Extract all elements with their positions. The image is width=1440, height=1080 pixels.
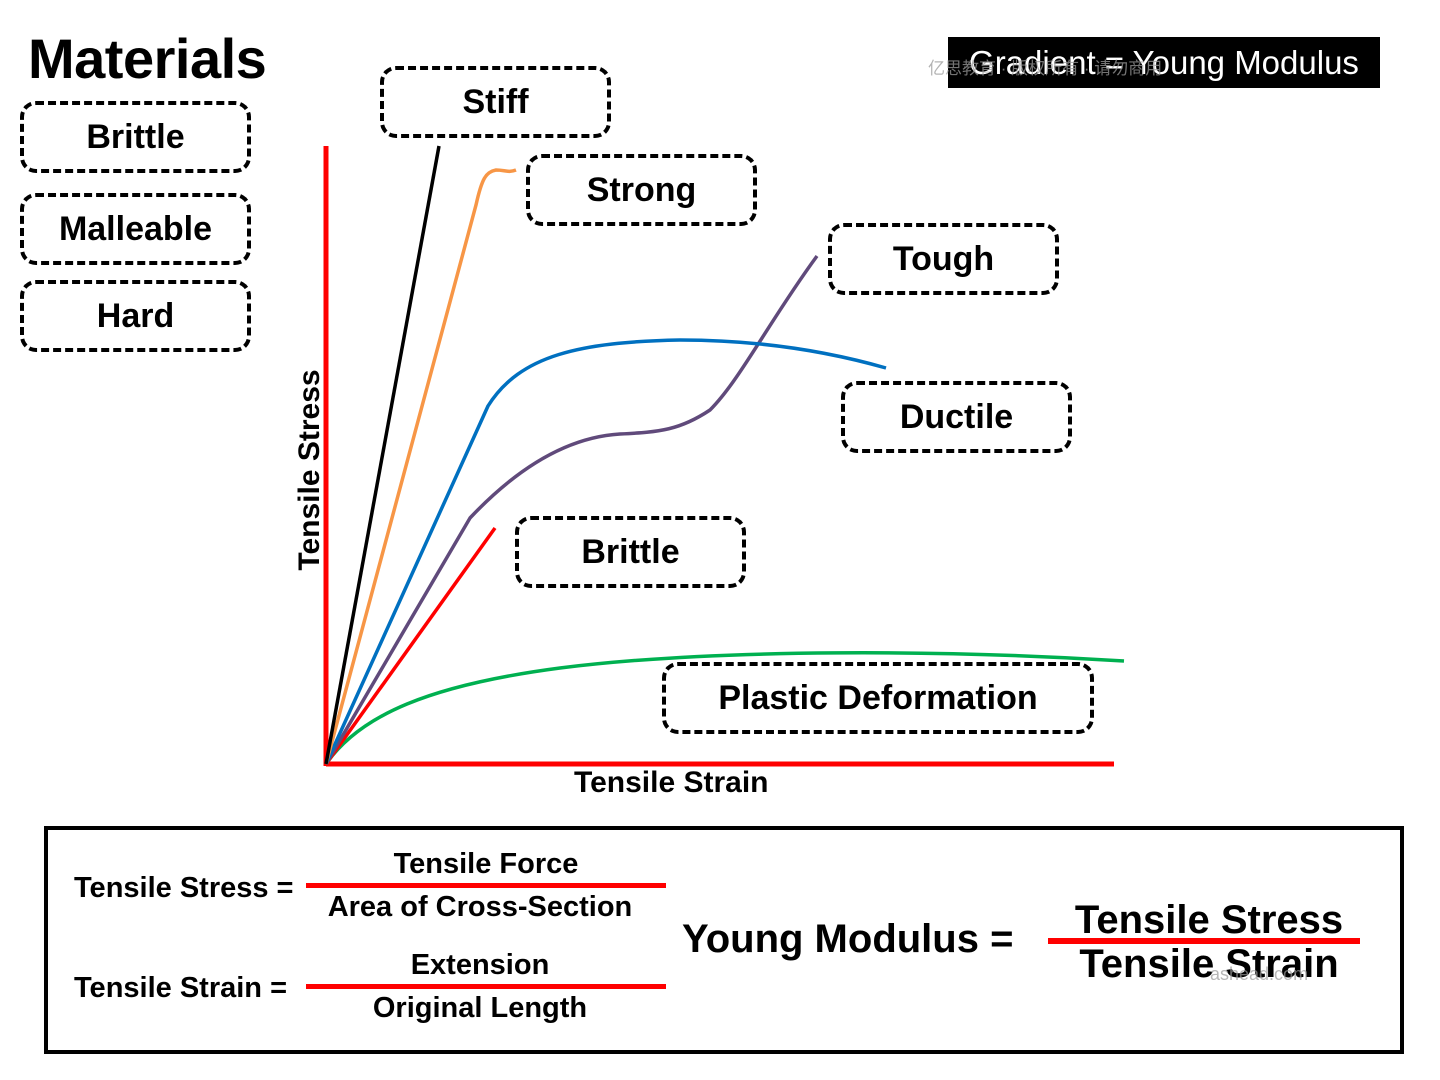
watermark-top: 亿思教育 · 版权所有 · 请勿商用 bbox=[928, 59, 1163, 78]
curve-label-stiff: Stiff bbox=[462, 82, 529, 121]
label-brittle-box: Brittle bbox=[20, 101, 251, 173]
curve-label-tough-box: Tough bbox=[828, 223, 1059, 295]
curve-label-ductile: Ductile bbox=[899, 397, 1014, 436]
label-malleable-text: Malleable bbox=[58, 209, 213, 248]
curve-label-stiff-box: Stiff bbox=[380, 66, 611, 138]
curve-brittle bbox=[324, 526, 497, 766]
stress-fraction-bar bbox=[306, 883, 666, 888]
stress-formula-numerator: Tensile Force bbox=[393, 848, 579, 880]
strain-formula-denominator: Original Length bbox=[372, 992, 588, 1024]
formula-panel bbox=[44, 826, 1404, 1054]
curve-ductile bbox=[324, 338, 887, 765]
curve-label-brittle-box: Brittle bbox=[515, 516, 746, 588]
strain-fraction-bar bbox=[306, 984, 666, 989]
curve-tough bbox=[324, 254, 819, 765]
strain-formula-label: Tensile Strain = bbox=[74, 972, 288, 1004]
label-malleable-box: Malleable bbox=[20, 193, 251, 265]
curve-label-strong: Strong bbox=[586, 170, 697, 209]
young-formula-label: Young Modulus = bbox=[682, 917, 1014, 961]
curve-label-tough: Tough bbox=[892, 239, 995, 278]
curve-stiff bbox=[324, 145, 441, 765]
curve-label-brittle: Brittle bbox=[581, 532, 680, 571]
x-axis-label: Tensile Strain bbox=[574, 766, 769, 799]
page-title: Materials bbox=[28, 27, 267, 90]
curve-label-strong-box: Strong bbox=[526, 154, 757, 226]
label-hard-box: Hard bbox=[20, 280, 251, 352]
watermark-bottom: ashead.com bbox=[1210, 964, 1309, 984]
gradient-banner-text: Gradient = Young Modulus bbox=[969, 43, 1359, 81]
curve-plastic bbox=[324, 651, 1125, 765]
label-brittle-text: Brittle bbox=[86, 117, 185, 156]
label-hard-text: Hard bbox=[96, 296, 175, 335]
curve-label-plastic: Plastic Deformation bbox=[718, 678, 1038, 717]
strain-formula-numerator: Extension bbox=[410, 949, 550, 981]
curve-label-plastic-box: Plastic Deformation bbox=[662, 662, 1094, 734]
y-axis-label: Tensile Stress bbox=[293, 369, 326, 571]
stress-formula-denominator: Area of Cross-Section bbox=[327, 891, 633, 923]
gradient-banner: Gradient = Young Modulus bbox=[948, 37, 1380, 88]
young-formula-denominator: Tensile Strain bbox=[1079, 942, 1339, 986]
curve-label-ductile-box: Ductile bbox=[841, 381, 1072, 453]
stress-formula-label: Tensile Stress = bbox=[74, 872, 294, 904]
young-fraction-bar bbox=[1048, 938, 1360, 944]
curve-strong bbox=[324, 168, 517, 765]
young-formula-numerator: Tensile Stress bbox=[1074, 898, 1344, 942]
